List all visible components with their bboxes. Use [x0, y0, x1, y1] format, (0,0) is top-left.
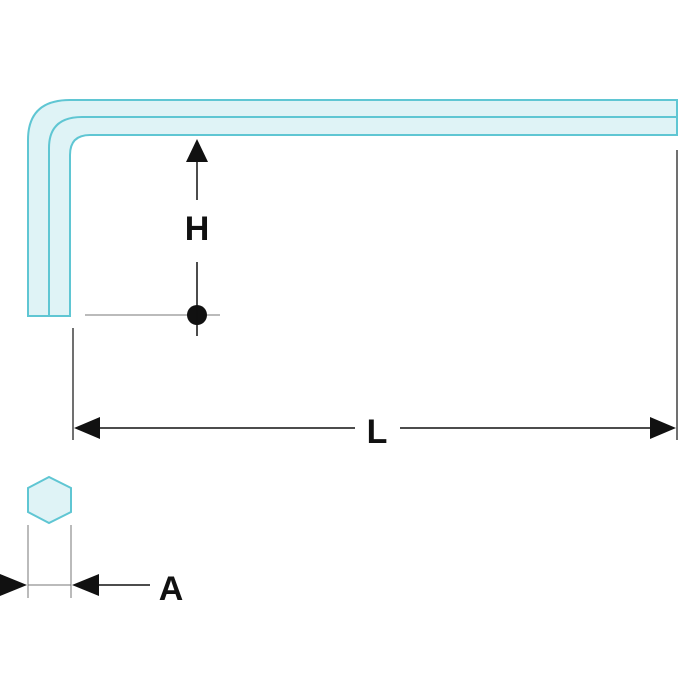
key-outline [27, 99, 678, 317]
length-left-arrowhead [74, 417, 100, 439]
key-edge-line [48, 116, 677, 316]
height-dimension: H [85, 139, 220, 336]
height-arrowhead [186, 139, 208, 162]
length-label: L [367, 413, 388, 451]
across-flats-label: A [159, 570, 184, 608]
length-dimension: L [72, 150, 678, 451]
hex-profile-shape [27, 475, 72, 525]
height-label: H [185, 210, 210, 248]
across-flats-left-arrowhead [0, 574, 27, 596]
hex-cross-section: A [0, 475, 184, 608]
length-right-arrowhead [650, 417, 676, 439]
across-flats-right-arrowhead [72, 574, 99, 596]
hex-key-body [27, 99, 678, 317]
